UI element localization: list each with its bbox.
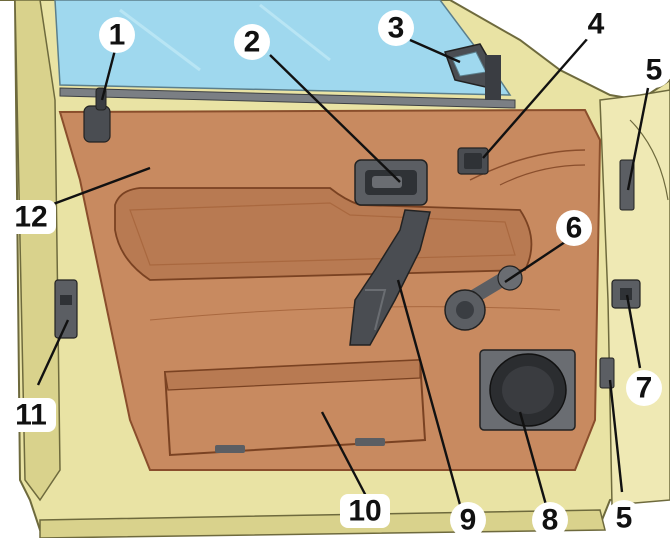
callout-7: 7	[626, 370, 662, 406]
svg-text:11: 11	[15, 399, 47, 432]
leader-lines	[36, 37, 650, 513]
callout-5-lower: 5	[606, 500, 642, 536]
svg-text:2: 2	[244, 26, 261, 59]
callout-4: 4	[578, 6, 614, 42]
side-mirror	[444, 43, 501, 100]
svg-text:6: 6	[566, 212, 583, 245]
svg-text:3: 3	[388, 12, 405, 45]
callout-9: 9	[450, 502, 486, 538]
callout-1: 1	[99, 17, 135, 53]
callout-6: 6	[556, 210, 592, 246]
svg-text:5: 5	[616, 502, 633, 535]
callout-3: 3	[378, 10, 414, 46]
svg-text:10: 10	[348, 495, 381, 528]
map-pocket	[163, 358, 427, 457]
pull-handle	[349, 209, 431, 346]
svg-text:4: 4	[588, 8, 605, 41]
door-hinge	[54, 279, 78, 339]
lock-button	[83, 87, 111, 143]
callout-10: 10	[340, 494, 390, 528]
callout-11: 11	[6, 398, 56, 432]
svg-text:9: 9	[460, 504, 477, 537]
mirror-control	[457, 147, 489, 175]
callout-2: 2	[234, 24, 270, 60]
inner-handle	[354, 159, 428, 206]
callout-12: 12	[6, 200, 56, 234]
callout-8: 8	[532, 502, 568, 538]
svg-text:8: 8	[542, 504, 559, 537]
svg-text:5: 5	[646, 54, 663, 87]
speaker-grille	[479, 349, 576, 431]
callout-labels: 1 2 3 4 5 6 7 8 9 10 11 12 5	[6, 6, 670, 538]
svg-text:12: 12	[14, 201, 47, 234]
door-check-lower	[599, 357, 615, 389]
door-lock-latch	[611, 279, 641, 309]
svg-text:1: 1	[109, 19, 126, 52]
callout-5-upper: 5	[636, 52, 670, 88]
svg-text:7: 7	[636, 372, 653, 405]
